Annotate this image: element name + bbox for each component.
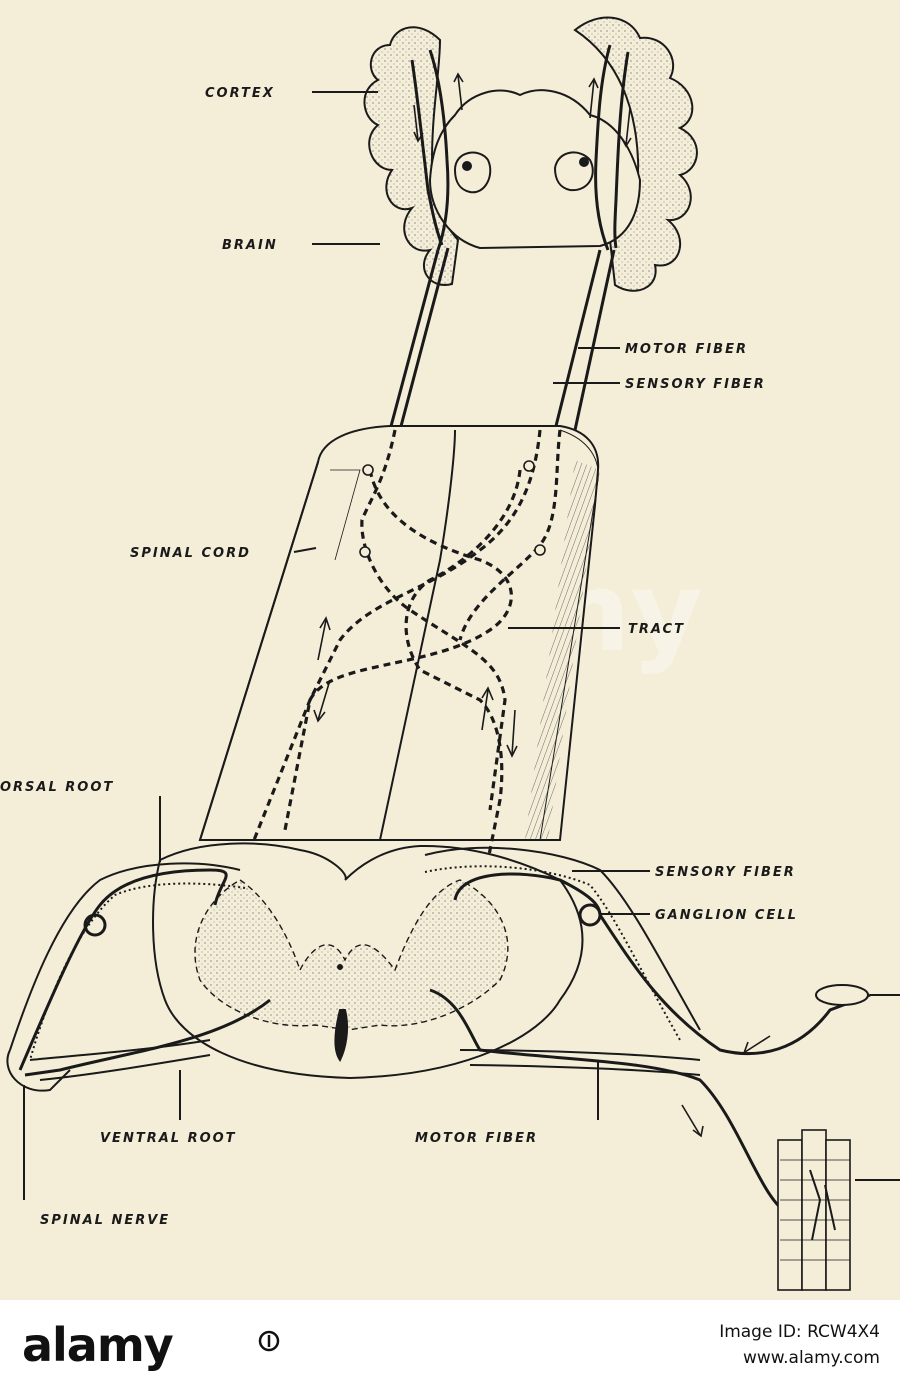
tract-cell-bodies xyxy=(359,460,546,558)
muscle-fibers xyxy=(777,1129,851,1291)
brain-arrows xyxy=(413,72,632,148)
alamy-logo-icon xyxy=(258,1330,280,1352)
sensory-ending xyxy=(815,984,869,1006)
label-sensory-fiber-top: SENSORY FIBER xyxy=(625,377,766,392)
label-ventral-root: VENTRAL ROOT xyxy=(100,1131,237,1146)
spinal-cord xyxy=(198,425,600,841)
label-motor-fiber-top: MOTOR FIBER xyxy=(625,342,748,357)
tract-arrows xyxy=(313,616,518,758)
label-spinal-nerve: SPINAL NERVE xyxy=(40,1213,170,1228)
label-dorsal-root: ORSAL ROOT xyxy=(0,780,114,795)
peripheral-arrows xyxy=(681,1035,771,1138)
brain-nuclei xyxy=(453,151,594,194)
alamy-logo: alamy xyxy=(22,1318,174,1372)
label-cortex: CORTEX xyxy=(205,86,275,101)
site-url[interactable]: www.alamy.com xyxy=(742,1348,880,1368)
label-spinal-cord: SPINAL CORD xyxy=(130,546,251,561)
label-tract: TRACT xyxy=(628,622,685,637)
labels: CORTEX BRAIN MOTOR FIBER SENSORY FIBER S… xyxy=(0,86,798,1228)
footer-bar: alamy Image ID: RCW4X4 www.alamy.com xyxy=(0,1300,900,1390)
image-id: Image ID: RCW4X4 xyxy=(719,1322,880,1342)
brain-fibers xyxy=(410,44,630,251)
label-leaders xyxy=(23,91,900,1200)
label-motor-fiber-bottom: MOTOR FIBER xyxy=(415,1131,538,1146)
label-brain: BRAIN xyxy=(222,238,278,253)
label-ganglion-cell: GANGLION CELL xyxy=(655,908,798,923)
nerve-roots xyxy=(6,846,701,1092)
image-meta: Image ID: RCW4X4 www.alamy.com xyxy=(719,1322,880,1368)
label-sensory-fiber-bottom: SENSORY FIBER xyxy=(655,865,796,880)
nerve-fibers xyxy=(18,868,871,1217)
cross-section xyxy=(152,842,584,1080)
brain-drawing xyxy=(363,16,698,292)
nervous-system-diagram: alamy xyxy=(0,16,900,1291)
diagram-plate: alamy xyxy=(0,0,900,1300)
descending-fibers xyxy=(388,247,616,431)
